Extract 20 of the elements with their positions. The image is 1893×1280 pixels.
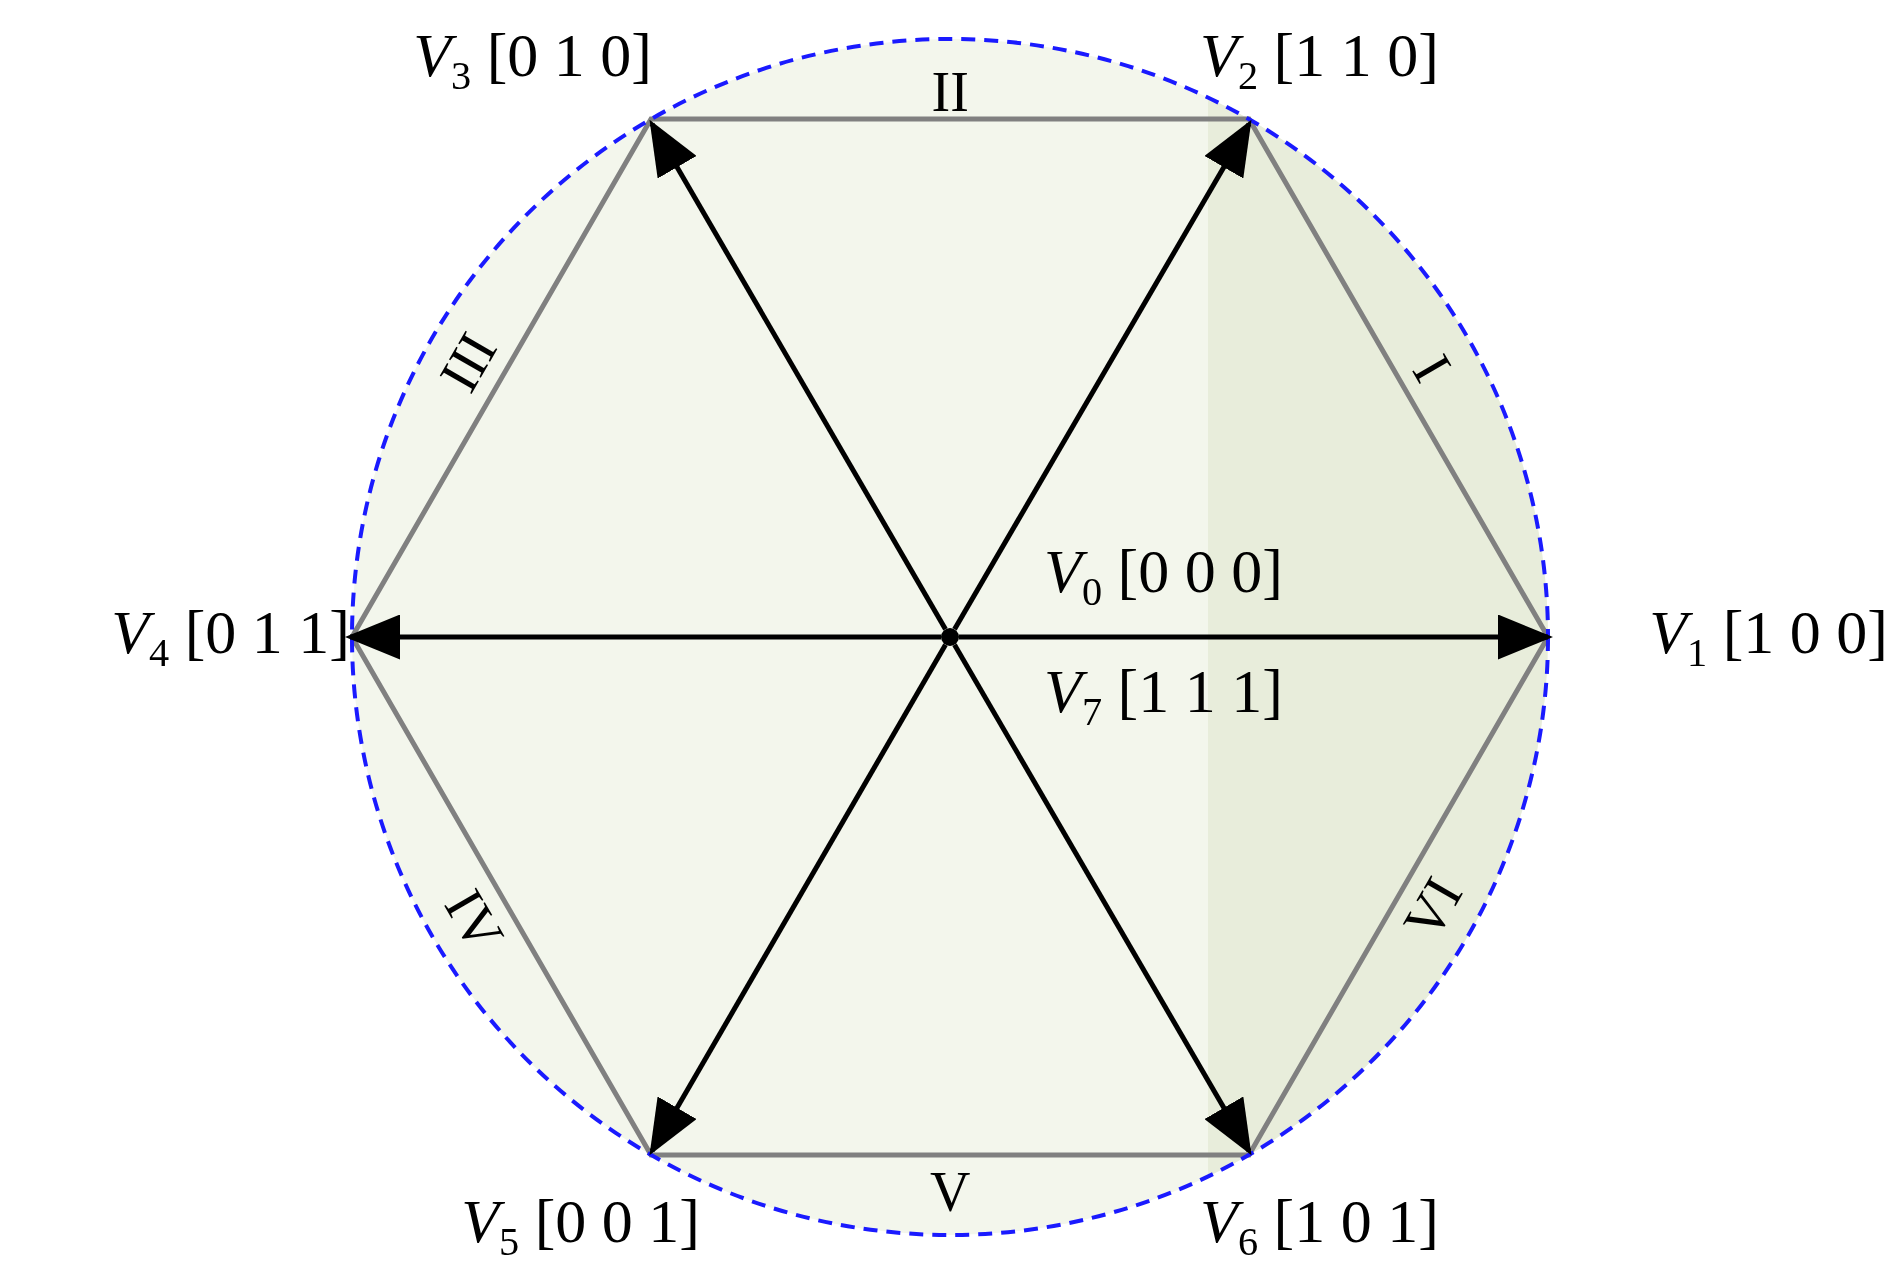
vector-arrow xyxy=(952,119,1252,631)
vector-label: V$_{2}$ [1 1 0] xyxy=(1200,24,1439,97)
vector-arrow xyxy=(959,614,1553,660)
vector-label: V$_{6}$ [1 0 1] xyxy=(1200,1190,1439,1263)
vector-arrow xyxy=(649,119,948,631)
vector-arrow xyxy=(649,643,948,1156)
vector-label: V$_{3}$ [0 1 0] xyxy=(413,24,652,97)
sector-label: I xyxy=(1402,345,1461,391)
sector-label: V xyxy=(930,1164,971,1220)
vector-label: V$_{0}$ [0 0 0] xyxy=(1044,540,1283,613)
vector-label: V$_{1}$ [1 0 0] xyxy=(1649,600,1888,674)
vector-label: V$_{7}$ [1 1 1] xyxy=(1044,660,1283,733)
vector-label: V$_{4}$ [0 1 1] xyxy=(111,600,350,674)
vector-label: V$_{5}$ [0 0 1] xyxy=(461,1190,700,1263)
sector-label: IV xyxy=(435,880,514,960)
sector-label: VI xyxy=(1393,868,1472,948)
sector-label: II xyxy=(931,64,969,120)
vector-arrow xyxy=(345,614,941,660)
vector-arrow xyxy=(952,643,1252,1156)
sector-label: III xyxy=(429,323,507,401)
